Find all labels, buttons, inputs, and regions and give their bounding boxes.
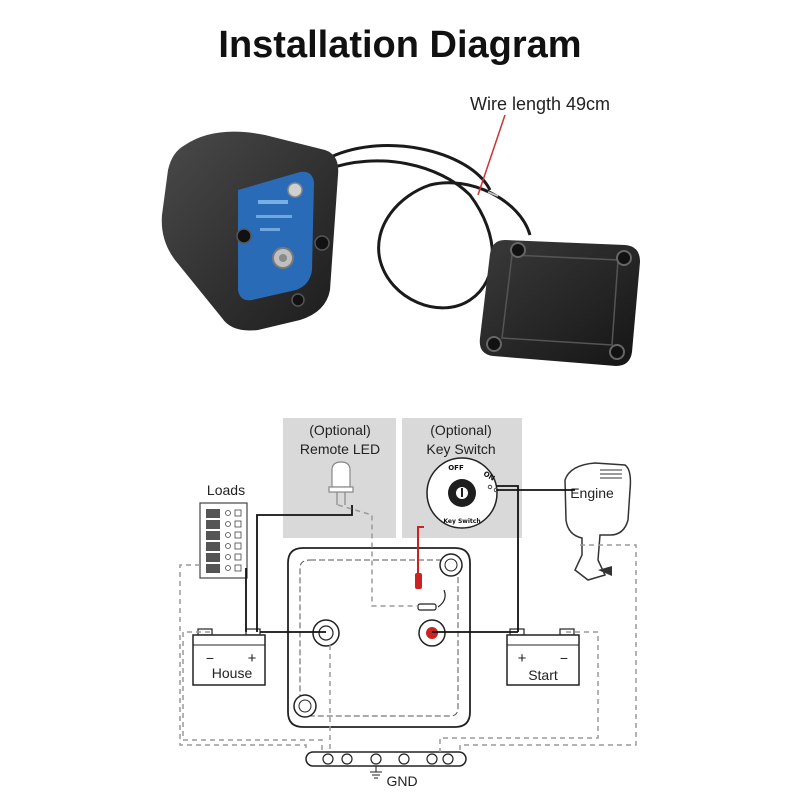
dashed-ground-wires bbox=[179, 504, 637, 752]
key-switch-optional-label: (Optional) bbox=[430, 422, 491, 438]
red-connector bbox=[415, 573, 422, 589]
engine-label: Engine bbox=[570, 485, 614, 501]
key-switch-caption: Key Switch bbox=[443, 518, 480, 525]
key-switch-off-label: OFF bbox=[448, 464, 464, 472]
loads-label: Loads bbox=[207, 482, 245, 498]
start-battery bbox=[506, 628, 580, 686]
circuit-board bbox=[238, 171, 314, 301]
wire-tip bbox=[487, 191, 499, 197]
control-wire bbox=[324, 144, 532, 310]
gnd-label: GND bbox=[386, 773, 417, 789]
start-battery-label: Start bbox=[528, 667, 558, 683]
mount-hole-photo bbox=[236, 228, 252, 244]
red-wire bbox=[417, 526, 424, 573]
product-photo: Wire length 49cm bbox=[161, 94, 640, 366]
house-battery-label: House bbox=[212, 665, 253, 681]
start-battery-plus: + bbox=[518, 650, 527, 667]
black-connector bbox=[417, 603, 437, 611]
page-title: Installation Diagram bbox=[218, 24, 582, 66]
key-switch-label: Key Switch bbox=[426, 441, 495, 457]
remote-led-label: Remote LED bbox=[300, 441, 380, 457]
remote-led-optional-label: (Optional) bbox=[309, 422, 370, 438]
loads-switch-panel bbox=[199, 502, 248, 579]
battery-switch-outline bbox=[287, 547, 471, 728]
house-terminal-stud bbox=[312, 619, 340, 647]
led-bulb-icon bbox=[328, 461, 354, 505]
house-battery-plus: + bbox=[248, 650, 257, 667]
cover-plate bbox=[479, 240, 640, 366]
house-battery-minus: − bbox=[206, 650, 214, 666]
key-switch-icon: OFF ON Key Switch bbox=[426, 457, 499, 529]
ground-bus-bar bbox=[305, 751, 467, 779]
wire-length-label: Wire length 49cm bbox=[470, 94, 610, 114]
house-battery bbox=[192, 628, 266, 686]
wire-pointer-line bbox=[477, 114, 506, 196]
outboard-engine-icon bbox=[564, 462, 632, 581]
solid-wires bbox=[245, 485, 575, 633]
start-terminal-stud bbox=[418, 619, 446, 647]
start-battery-minus: − bbox=[560, 650, 568, 666]
